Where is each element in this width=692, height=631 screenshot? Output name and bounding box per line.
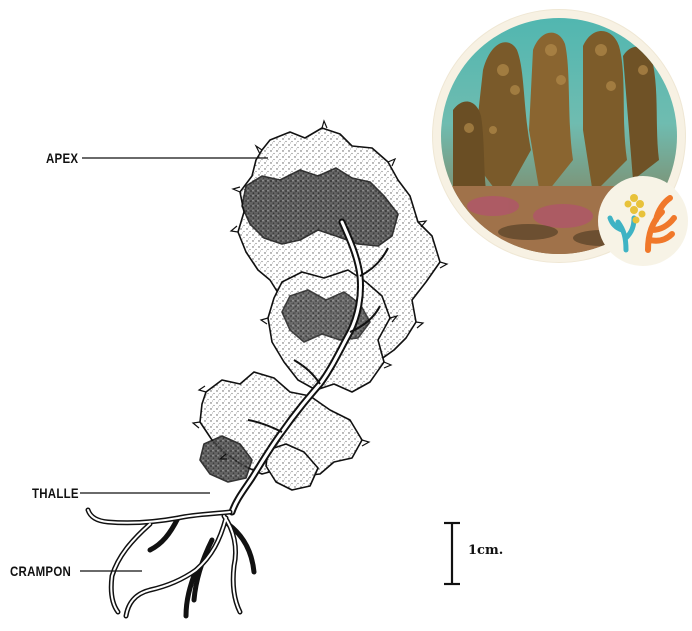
scale-label: 1cm. bbox=[468, 543, 503, 558]
coral-logo-icon bbox=[598, 176, 688, 266]
crampon-label: CRAMPON bbox=[10, 563, 71, 579]
thalle-label: THALLE bbox=[32, 485, 79, 501]
coral-logo-badge bbox=[598, 176, 688, 266]
scale-bar bbox=[444, 523, 460, 584]
apex-label: APEX bbox=[46, 150, 78, 166]
